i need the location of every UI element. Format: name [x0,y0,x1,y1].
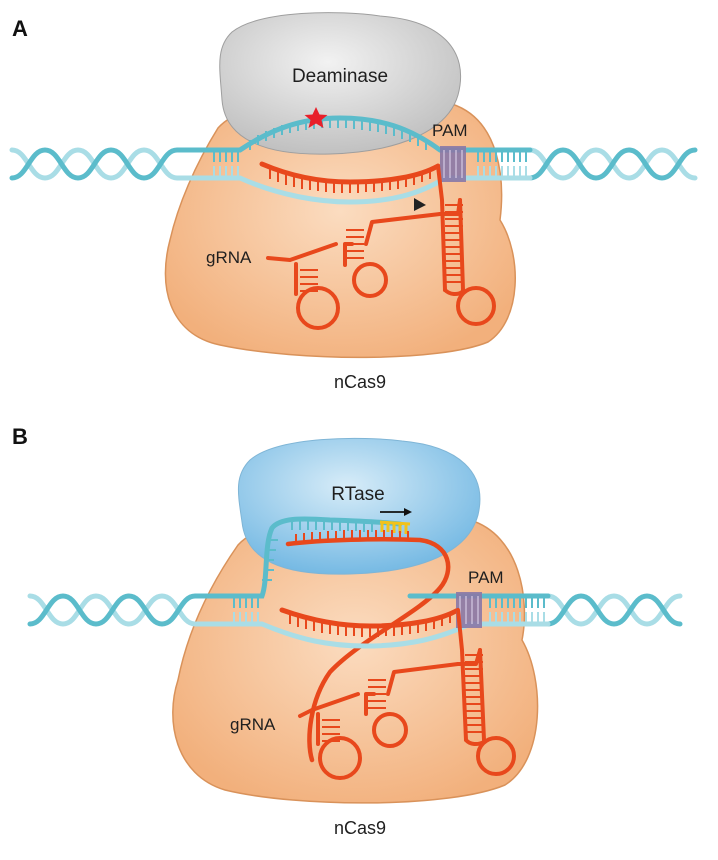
ncas9-label-b: nCas9 [334,818,386,838]
grna-scaffold-bases-b [322,654,483,742]
nick-arrowhead-a [414,198,426,211]
pegrna-extension-b [285,536,451,763]
rt-direction-arrow [380,508,412,516]
panel-b-letter: B [12,424,28,449]
dna-helix-left-a [9,147,213,181]
rtase-label: RTase [331,484,385,505]
dna-rungs-b [233,596,545,608]
dna-helix-left-b [27,593,233,627]
deaminase-label: Deaminase [292,66,388,87]
rt-product [379,520,411,534]
grna-spacer-bases-a [269,168,431,193]
panel-b: B [12,424,683,838]
grna-scaffold-bases-a [300,204,463,292]
grna-label-a: gRNA [206,248,252,267]
pam-label-a: PAM [432,121,468,140]
pegrna-extension-bases-b [295,530,409,544]
grna-label-b: gRNA [230,715,276,734]
dna-rungs-a [213,150,527,162]
nontarget-strand-bases-a [249,118,427,150]
dna-helix-right-b [545,593,683,627]
target-strand-a [207,175,533,205]
dna-rungs-lower-a [213,166,527,178]
dna-rungs-lower-b [233,612,545,624]
grna-spacer-bases-b [289,612,451,637]
target-strand-b [227,621,551,649]
pam-label-b: PAM [468,568,504,587]
deaminase-shape [219,12,462,155]
panel-a-letter: A [12,16,28,41]
grna-scaffold-b [298,608,516,780]
panel-a: A [9,12,698,392]
dna-helix-right-a [527,147,698,181]
ncas9-label-a: nCas9 [334,372,386,392]
nicked-strand-bases-b [262,520,373,581]
deamination-star [304,107,328,128]
